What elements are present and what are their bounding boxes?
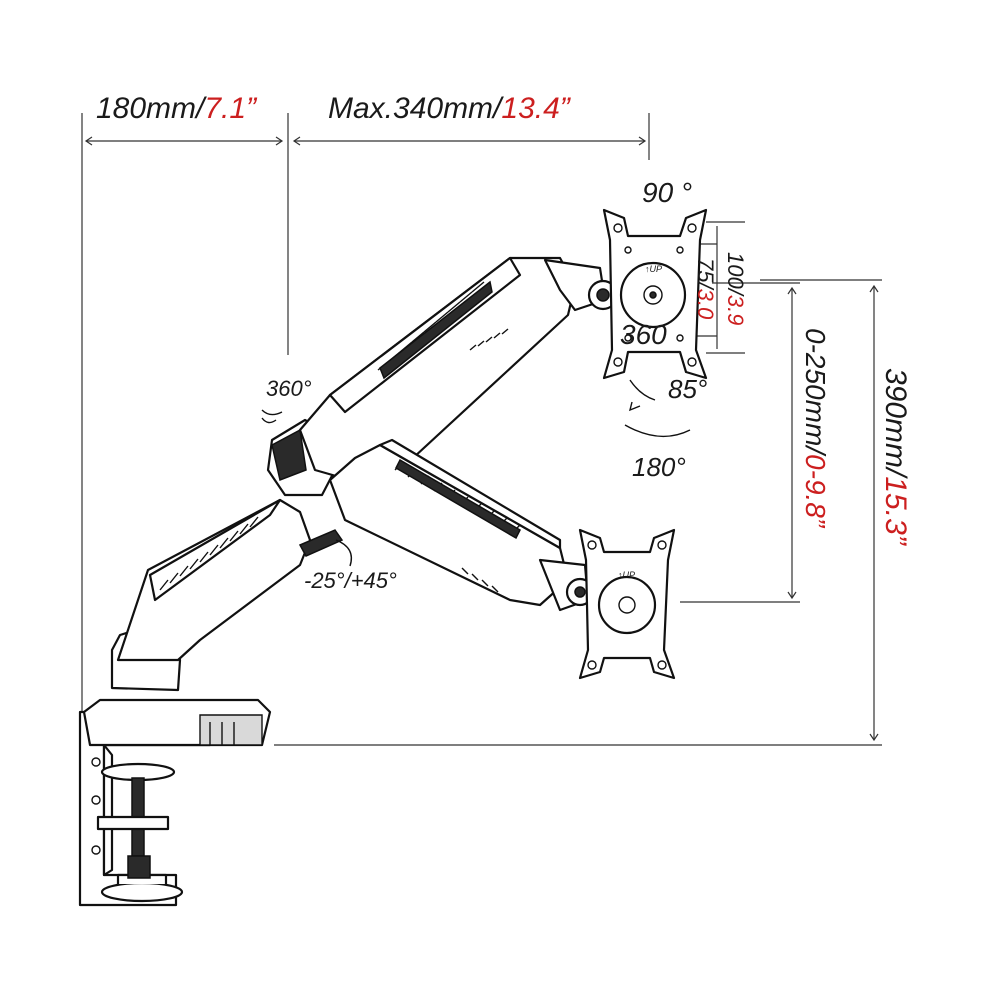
max-reach-label: Max.340mm/13.4” <box>328 92 572 125</box>
vesa-plate-upper: ↑UP <box>602 208 708 380</box>
swivel-180-label: 180° <box>632 452 686 482</box>
desk-clamp <box>78 698 272 907</box>
vesa-plate-lower: ↑UP <box>578 528 676 680</box>
base-pole <box>110 418 344 692</box>
plate-up-label: ↑UP <box>645 264 662 274</box>
tilt-90-label: 90 ° <box>642 177 692 208</box>
tilt-85-label: 85° <box>668 374 707 404</box>
rotation-arrows <box>261 379 691 567</box>
rotate-360-plate-label: 360 <box>620 319 667 350</box>
labels: 180mm/7.1” Max.340mm/13.4” 90 ° 360 85° … <box>96 92 912 593</box>
base-offset-label: 180mm/7.1” <box>96 92 258 125</box>
upper-arm <box>298 256 619 482</box>
plate-up-label-lower: ↑UP <box>618 570 635 580</box>
vesa-100-label: 100/3.9 <box>723 252 748 325</box>
vesa-75-label: 75/3.0 <box>693 258 718 320</box>
total-height-label: 390mm/15.3” <box>879 368 912 547</box>
height-range-label: 0-250mm/0-9.8” <box>800 328 831 529</box>
lower-arm <box>328 438 595 612</box>
dimension-lines <box>81 113 882 746</box>
base-rotate-360-label: 360° <box>266 376 312 401</box>
elbow-angle-label: -25°/+45° <box>304 568 397 593</box>
